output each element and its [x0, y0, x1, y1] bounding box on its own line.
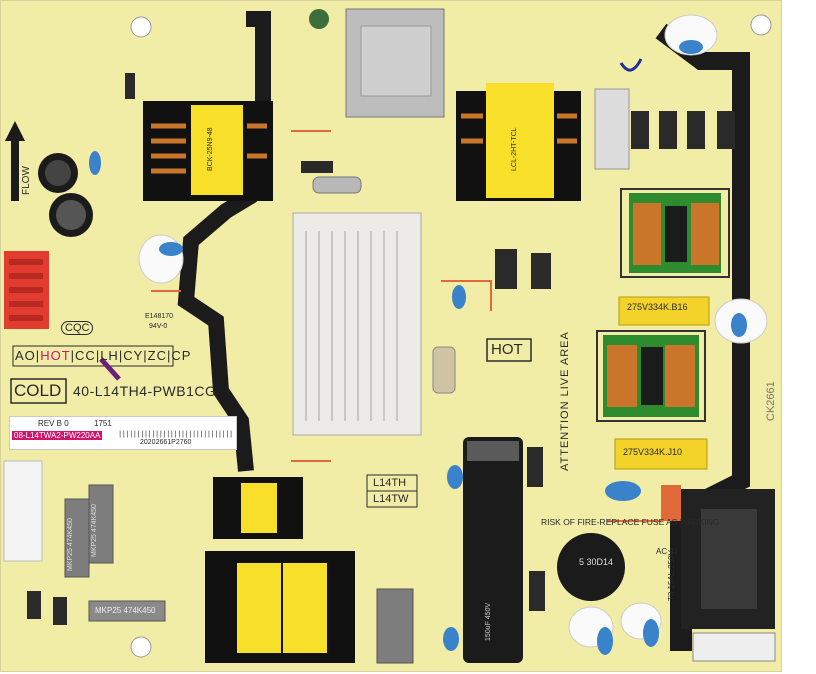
connector-white: [3, 460, 43, 562]
serial-sticker: REV B 0 1751 08-L14TWA2-PW220AA ||||||||…: [9, 416, 237, 450]
sticker-barcode: |||||||||||||||||||||||||||||||: [118, 431, 233, 439]
capacitor-x-upper: [618, 296, 710, 326]
capacitor-mkp-vertical: [376, 588, 414, 664]
attention-label: ATTENTION LIVE AREA: [559, 331, 571, 471]
sticker-serial: 20202661P2760: [140, 439, 192, 446]
ntc-thermistor: [557, 533, 625, 601]
ac-in-label: AC IN: [656, 547, 678, 556]
mkp-label: MKP25 474K450: [95, 606, 156, 615]
insulator: [664, 14, 718, 56]
capacitor-mkp: [64, 498, 90, 578]
capacitor-x-lower: [614, 438, 708, 470]
l14tw-label: L14TW: [373, 493, 409, 505]
cap-x-lower-label: 275V334K.J10: [623, 447, 683, 457]
flow-label: FLOW: [21, 166, 32, 195]
cold-label: COLD: [14, 381, 62, 400]
image-margin: [790, 0, 810, 674]
cert-mark: CC: [75, 348, 96, 363]
cert-mark: LH: [100, 348, 119, 363]
sticker-part: 08-L14TWA2-PW220AA: [12, 431, 103, 440]
bulk-cap-label: 150uF 450V: [485, 602, 492, 641]
transformer-standby-bobbin: [191, 105, 243, 195]
cert-mark: CP: [171, 348, 192, 363]
cqc-mark: CQC: [61, 321, 94, 335]
side-mark: CK2661: [765, 381, 777, 421]
capacitor-small: [309, 9, 329, 29]
v0-mark: 94V-0: [149, 323, 168, 330]
fire-warning-label: RISK OF FIRE-REPLACE FUSE AS MARKING: [541, 517, 720, 527]
mount-hole: [750, 14, 772, 36]
cert-mark: AO: [15, 348, 36, 363]
cert-mark: HOT: [40, 348, 71, 363]
trace-main: [177, 11, 271, 472]
transformer-main-label: LCL-2HT-TCL: [511, 127, 518, 171]
mount-hole: [130, 16, 152, 38]
transformer-standby-label: BCK-25N9-48: [207, 127, 214, 171]
l14th-label: L14TH: [373, 477, 407, 489]
pcb-board: FLOW AO|HOT|CC|LH|CY|ZC|CP COLD 40-L14TH…: [0, 0, 782, 672]
capacitor-mkp-horizontal: [88, 600, 166, 622]
capacitor-mkp: [88, 484, 114, 564]
resistor: [312, 176, 362, 194]
e-mark: E148170: [145, 313, 174, 320]
flow-arrow: [5, 121, 25, 201]
ntc-label: 5 30D14: [579, 557, 614, 567]
mkp-label: MKP25 474K450: [91, 504, 98, 557]
resistor: [432, 346, 456, 394]
cert-marks: AO|HOT|CC|LH|CY|ZC|CP: [15, 348, 192, 363]
sticker-rev: REV B 0: [38, 419, 69, 428]
pcb-artwork: [3, 8, 776, 664]
insulator: [138, 234, 184, 284]
fuse-rating: T3.15AL 250V: [667, 550, 676, 601]
transformer-main-bobbin: [486, 83, 554, 198]
cap-x-upper-label: 275V334K.B16: [627, 302, 688, 312]
mount-hole: [130, 636, 152, 658]
cert-mark: CY: [123, 348, 144, 363]
capacitor-box: [594, 88, 630, 170]
mkp-label: MKP25 474K450: [67, 518, 74, 571]
board-model: 40-L14TH4-PWB1CG: [73, 383, 217, 399]
capacitor-bulk: [463, 437, 523, 663]
hot-label: HOT: [491, 341, 523, 358]
sticker-code: 1751: [94, 419, 112, 428]
fuse: [661, 485, 681, 521]
cert-mark: ZC: [147, 348, 168, 363]
